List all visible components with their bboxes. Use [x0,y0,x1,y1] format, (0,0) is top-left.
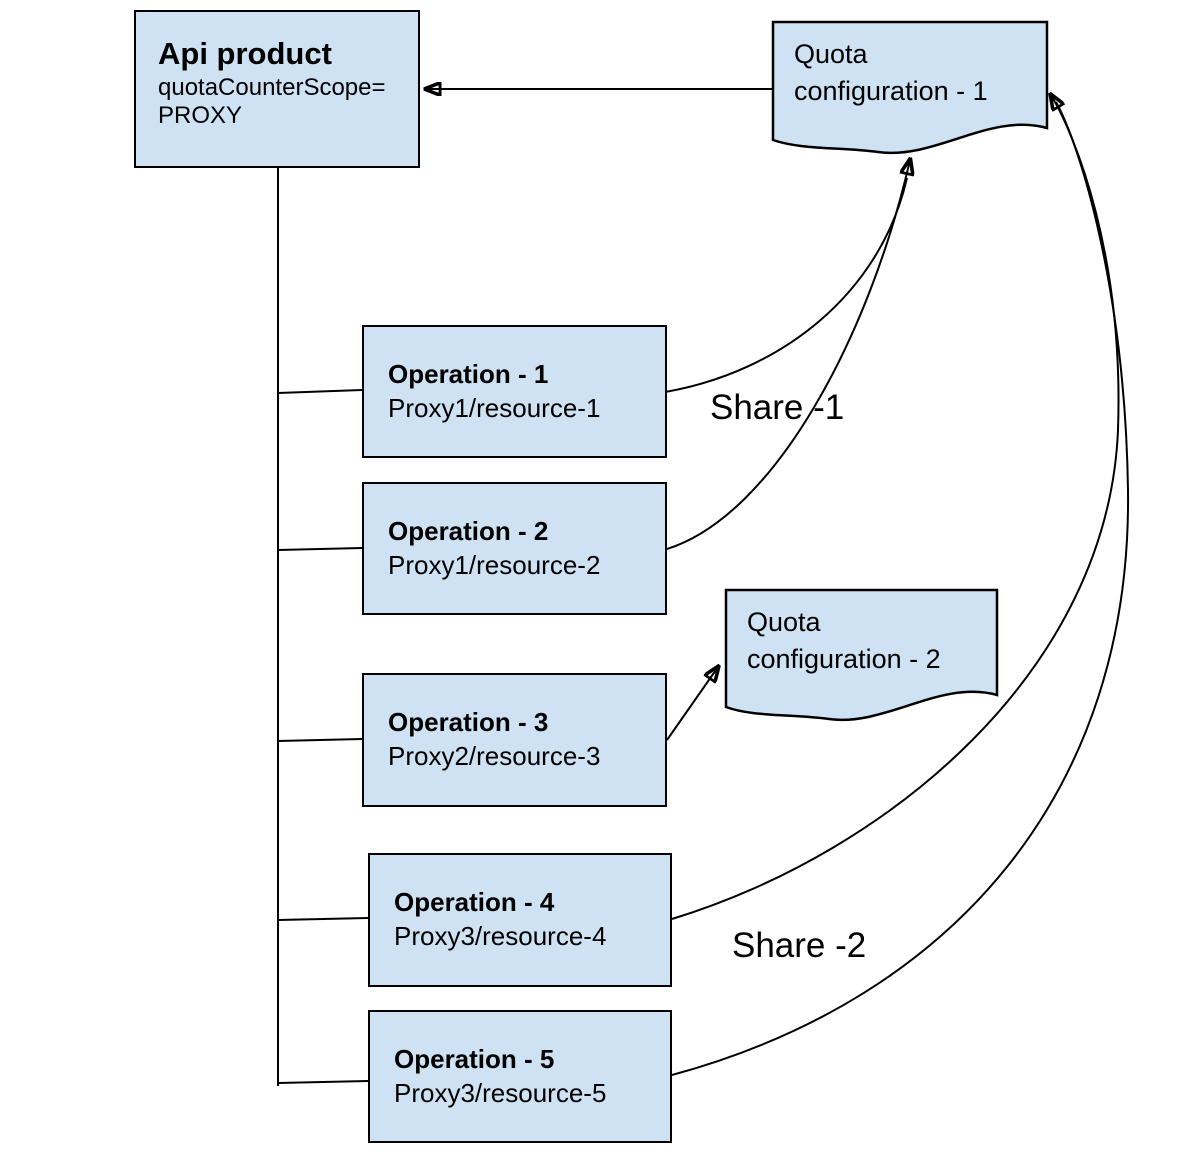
operation-box-1: Operation - 1 Proxy1/resource-1 [362,325,667,458]
curve-operation-2-to-qc1 [666,160,910,550]
branch-operation-1 [277,389,363,394]
quota-config-1-doc [770,20,1050,180]
quota-config-2-line2: configuration - 2 [747,644,941,674]
quota-config-2-line1: Quota [747,607,821,637]
quota-config-2-shape [724,588,999,722]
operation-4-resource: Proxy3/resource-4 [394,921,607,951]
branch-operation-4 [277,917,369,921]
quota-config-1-line1: Quota [794,39,868,69]
quota-config-1-text: Quota configuration - 1 [770,22,1064,110]
api-product-scope-value: PROXY [158,102,243,129]
api-product-box: Api product quotaCounterScope= PROXY [134,10,420,168]
curve-operation-1-to-qc1 [664,177,908,393]
share-1-label: Share -1 [710,388,845,427]
quota-config-2-text: Quota configuration - 2 [723,590,1015,678]
quota-config-1-shape [771,20,1049,155]
operation-2-title: Operation - 2 [388,516,549,546]
operation-box-3: Operation - 3 Proxy2/resource-3 [362,673,667,807]
branch-operation-2 [277,547,363,551]
operation-4-title: Operation - 4 [394,887,555,917]
arrow-operation-3-to-qc2 [666,667,718,741]
branch-operation-5 [277,1080,369,1084]
operation-3-resource: Proxy2/resource-3 [388,741,601,771]
branch-operation-3 [277,738,363,742]
curve-operation-5-to-qc1 [671,101,1130,1076]
operation-box-2: Operation - 2 Proxy1/resource-2 [362,482,667,615]
operation-3-title: Operation - 3 [388,707,549,737]
operation-1-resource: Proxy1/resource-1 [388,393,601,423]
share-2-label: Share -2 [732,926,867,965]
operation-box-5: Operation - 5 Proxy3/resource-5 [368,1010,672,1143]
curve-operation-4-to-qc1 [671,95,1120,920]
operation-1-title: Operation - 1 [388,359,549,389]
quota-config-1-line2: configuration - 1 [794,76,988,106]
operation-5-title: Operation - 5 [394,1044,555,1074]
quota-config-2-doc [723,588,1000,743]
operation-box-4: Operation - 4 Proxy3/resource-4 [368,853,672,987]
api-product-title: Api product [158,36,332,71]
operation-2-resource: Proxy1/resource-2 [388,550,601,580]
api-product-scope-line: quotaCounterScope= [158,74,386,101]
operation-5-resource: Proxy3/resource-5 [394,1078,607,1108]
